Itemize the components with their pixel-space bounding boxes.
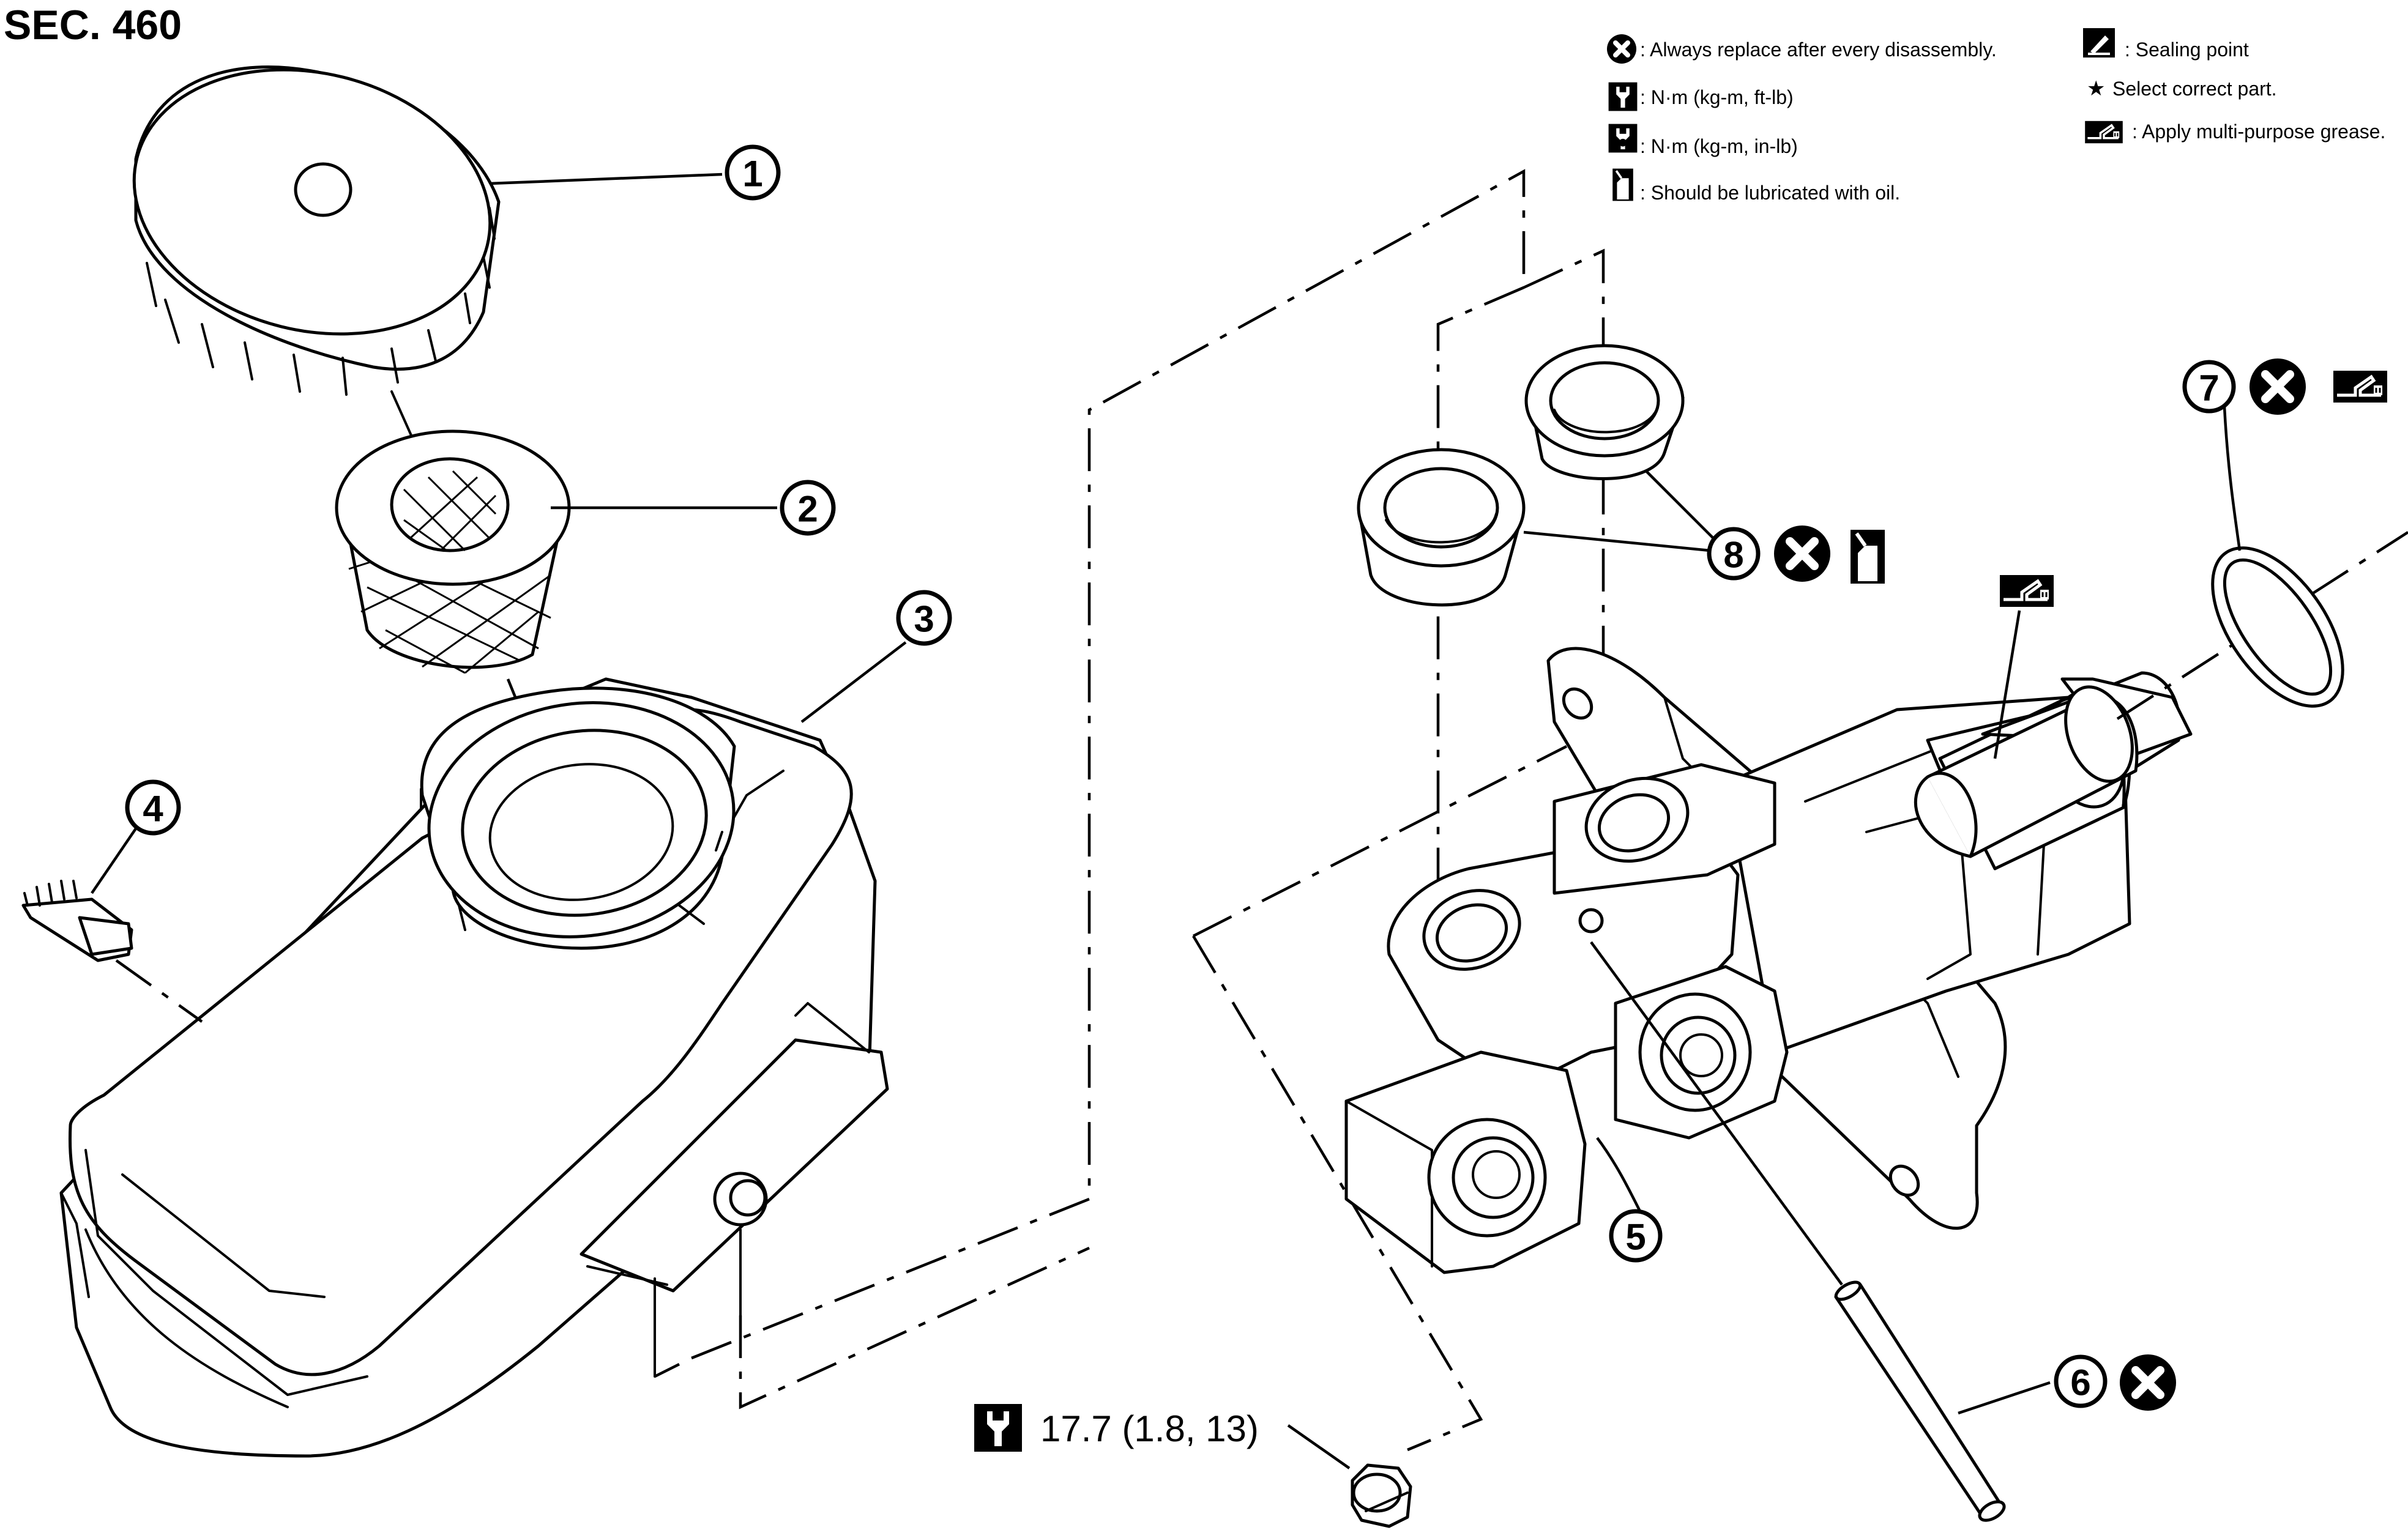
wrench-inlb-icon xyxy=(1608,124,1638,153)
torque-value: 17.7 (1.8, 13) xyxy=(1040,1408,1259,1449)
callout-7: 7 xyxy=(2182,360,2242,551)
svg-text:7: 7 xyxy=(2199,368,2219,409)
callout-5: 5 xyxy=(1596,1137,1663,1263)
svg-text:5: 5 xyxy=(1625,1217,1646,1258)
oil-can-icon xyxy=(1611,167,1635,202)
master-cylinder-body xyxy=(1344,647,2193,1274)
sealing-point-icon xyxy=(2083,28,2115,58)
svg-text:1: 1 xyxy=(742,154,762,195)
callout-3: 3 xyxy=(800,590,952,723)
o-ring xyxy=(2211,546,2344,708)
svg-text:4: 4 xyxy=(143,789,163,830)
grease-icon-7 xyxy=(2333,371,2387,403)
callout-4: 4 xyxy=(91,779,181,894)
callout-8: 8 xyxy=(1523,470,1761,581)
legend-nm-inlb: : N·m (kg-m, in-lb) xyxy=(1640,135,1798,157)
replace-icon-8 xyxy=(1774,525,1830,582)
legend-replace: : Always replace after every disassembly… xyxy=(1640,39,1997,61)
mounting-nut xyxy=(1351,1463,1412,1528)
pin-reference-line xyxy=(1590,941,1843,1286)
callout-6: 6 xyxy=(1958,1354,2108,1415)
svg-text:3: 3 xyxy=(914,599,934,640)
legend-sealing: : Sealing point xyxy=(2125,39,2249,61)
wrench-icon-torque xyxy=(974,1404,1022,1452)
replace-icon-6 xyxy=(2120,1354,2176,1411)
svg-text:2: 2 xyxy=(797,489,818,530)
pushrod-grease-leader xyxy=(1993,610,2021,759)
grommet-upper xyxy=(1524,344,1685,480)
grease-icon xyxy=(2084,120,2124,144)
callout-1: 1 xyxy=(489,144,781,201)
legend-grease: : Apply multi-purpose grease. xyxy=(2132,121,2385,143)
replace-icon-7 xyxy=(2250,358,2306,415)
reservoir-clip xyxy=(21,880,133,962)
grease-icon-pushrod xyxy=(2000,575,2054,607)
legend-lubricate: : Should be lubricated with oil. xyxy=(1640,182,1900,204)
reservoir-strainer xyxy=(335,429,571,674)
grommet-lower xyxy=(1357,448,1526,607)
callout-2: 2 xyxy=(551,480,836,536)
clip-to-reservoir-line xyxy=(115,959,203,1023)
section-label: SEC. 460 xyxy=(4,2,182,48)
svg-text:6: 6 xyxy=(2070,1362,2090,1403)
torque-spec: 17.7 (1.8, 13) xyxy=(974,1404,1351,1469)
wrench-icon xyxy=(1608,82,1638,111)
replace-icon xyxy=(1607,34,1636,64)
oil-can-icon-8 xyxy=(1851,530,1885,584)
legend-nm-ftlb: : N·m (kg-m, ft-lb) xyxy=(1640,86,1794,108)
reservoir-cap xyxy=(132,65,501,396)
svg-text:8: 8 xyxy=(1723,535,1743,576)
reservoir-tank xyxy=(59,677,889,1458)
pin xyxy=(1834,1280,2006,1522)
legend: : Always replace after every disassembly… xyxy=(1607,28,2385,204)
star-icon: ★ xyxy=(2087,76,2105,101)
legend-select: Select correct part. xyxy=(2112,78,2277,100)
